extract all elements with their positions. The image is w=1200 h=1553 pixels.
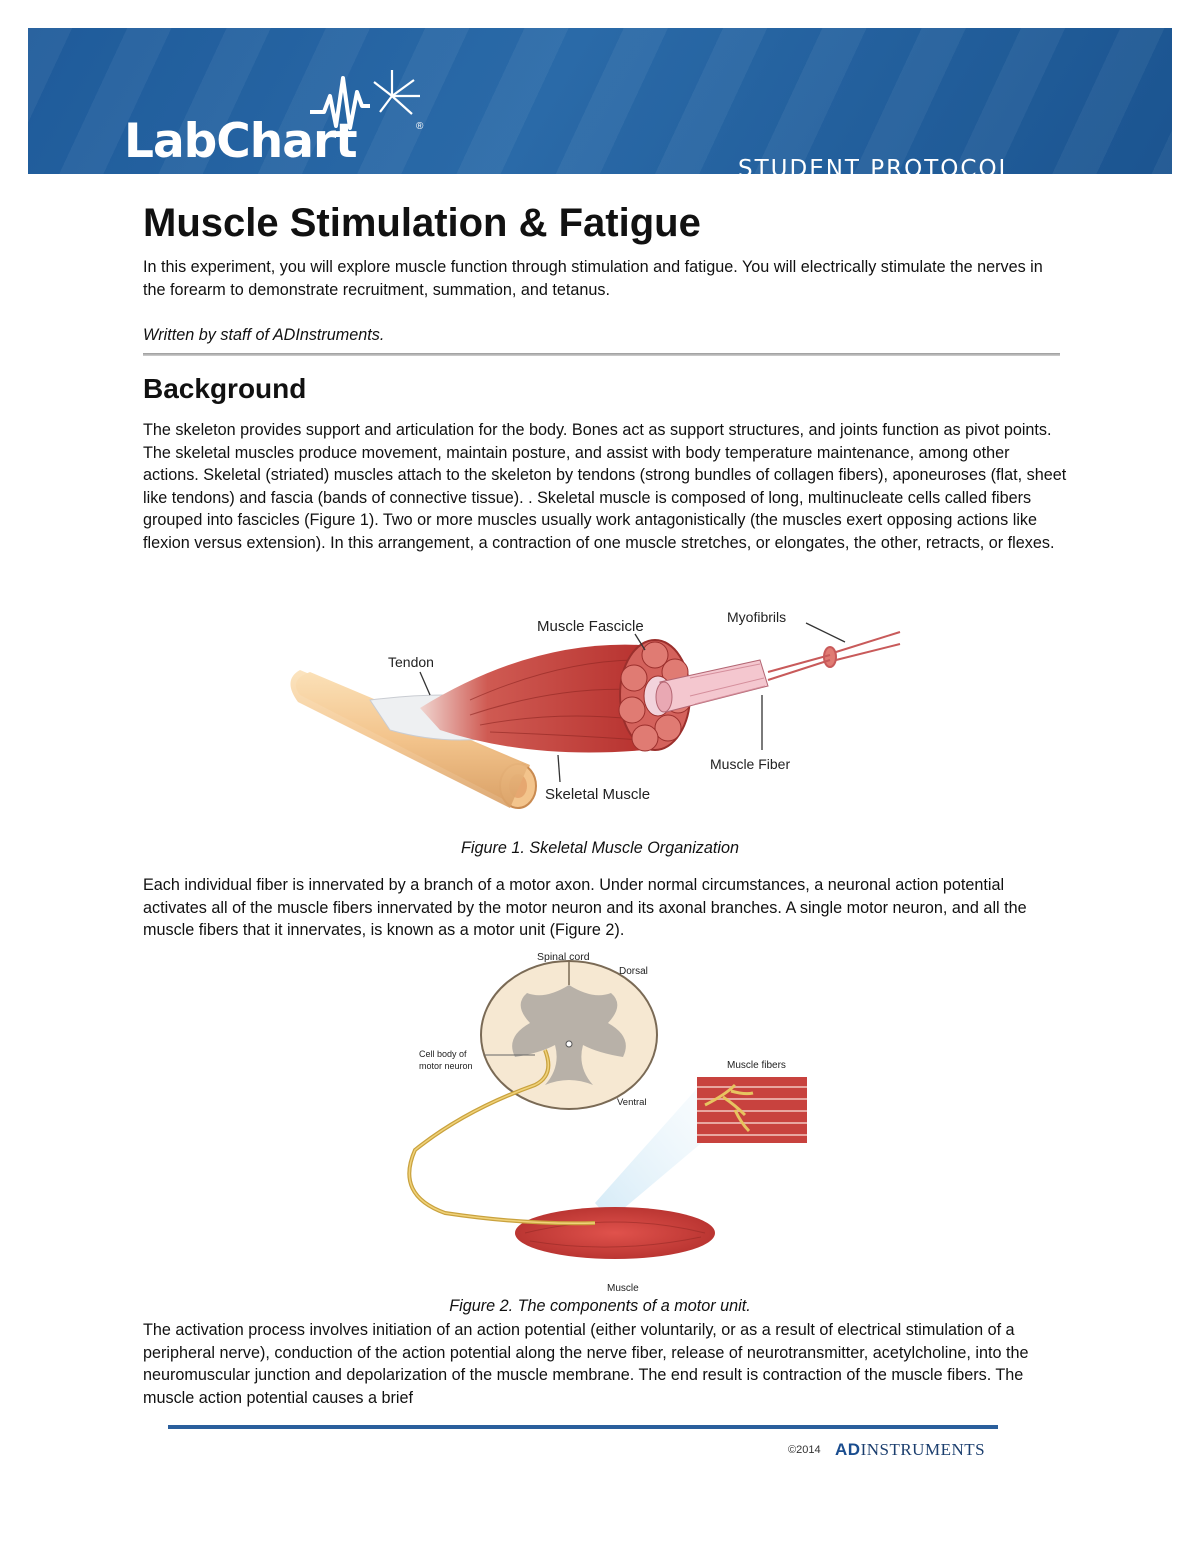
intro-paragraph: In this experiment, you will explore mus…	[143, 258, 1043, 299]
muscle-fibers-inset	[697, 1077, 807, 1143]
background-paragraph-1: The skeleton provides support and articu…	[143, 421, 1067, 552]
section-divider	[143, 353, 1060, 356]
brand-ad: AD	[835, 1440, 861, 1459]
myofibrils-shape	[767, 631, 901, 681]
zoom-beam	[595, 1085, 705, 1220]
labchart-logo: LabChart	[124, 114, 358, 169]
figure-1-caption: Figure 1. Skeletal Muscle Organization	[460, 839, 740, 857]
byline: Written by staff of ADInstruments.	[143, 326, 385, 344]
figure-2-caption: Figure 2. The components of a motor unit…	[449, 1297, 751, 1315]
cell-body-label-line-2: motor neuron	[419, 1061, 473, 1071]
tendon-label: Tendon	[388, 654, 434, 670]
muscle-label: Muscle	[607, 1283, 639, 1294]
dorsal-label: Dorsal	[619, 966, 648, 977]
fascicle-label: Muscle Fascicle	[537, 618, 644, 635]
labchart-wave-icon	[310, 70, 420, 130]
spinal-cord-shape	[480, 960, 658, 1110]
fiber-label: Muscle Fiber	[710, 756, 790, 772]
background-paragraph-3: The activation process involves initiati…	[143, 1321, 1029, 1407]
footer-rule	[168, 1425, 998, 1429]
muscle-fiber-shape	[655, 659, 769, 713]
skeletal-muscle-label: Skeletal Muscle	[545, 786, 650, 803]
background-paragraph-2: Each individual fiber is innervated by a…	[143, 876, 1027, 940]
header-banner: LabChart ® STUDENT PROTOCOL	[28, 28, 1172, 174]
student-protocol-label: STUDENT PROTOCOL	[738, 156, 1014, 174]
page-title: Muscle Stimulation & Fatigue	[143, 201, 701, 245]
background-heading: Background	[143, 373, 307, 404]
myofibrils-label: Myofibrils	[727, 609, 786, 625]
brand-instruments: INSTRUMENTS	[860, 1440, 986, 1459]
registered-mark: ®	[416, 121, 424, 132]
muscle-fibers-label: Muscle fibers	[727, 1060, 786, 1071]
motor-unit-figure: Spinal cord Dorsal Cell body of motor ne…	[407, 951, 807, 1294]
adinstruments-logo: ADINSTRUMENTS	[835, 1440, 985, 1460]
banner-texture	[28, 28, 1172, 174]
bone-shape	[290, 670, 537, 809]
muscle-shape	[515, 1207, 715, 1259]
cell-body-label-line-1: Cell body of	[419, 1049, 467, 1059]
ventral-label: Ventral	[617, 1097, 647, 1108]
footer-copyright: ©2014	[788, 1444, 821, 1456]
spinal-cord-label: Spinal cord	[537, 951, 590, 963]
skeletal-muscle-figure: Tendon Muscle Fascicle Myofibrils Muscle…	[290, 609, 901, 809]
